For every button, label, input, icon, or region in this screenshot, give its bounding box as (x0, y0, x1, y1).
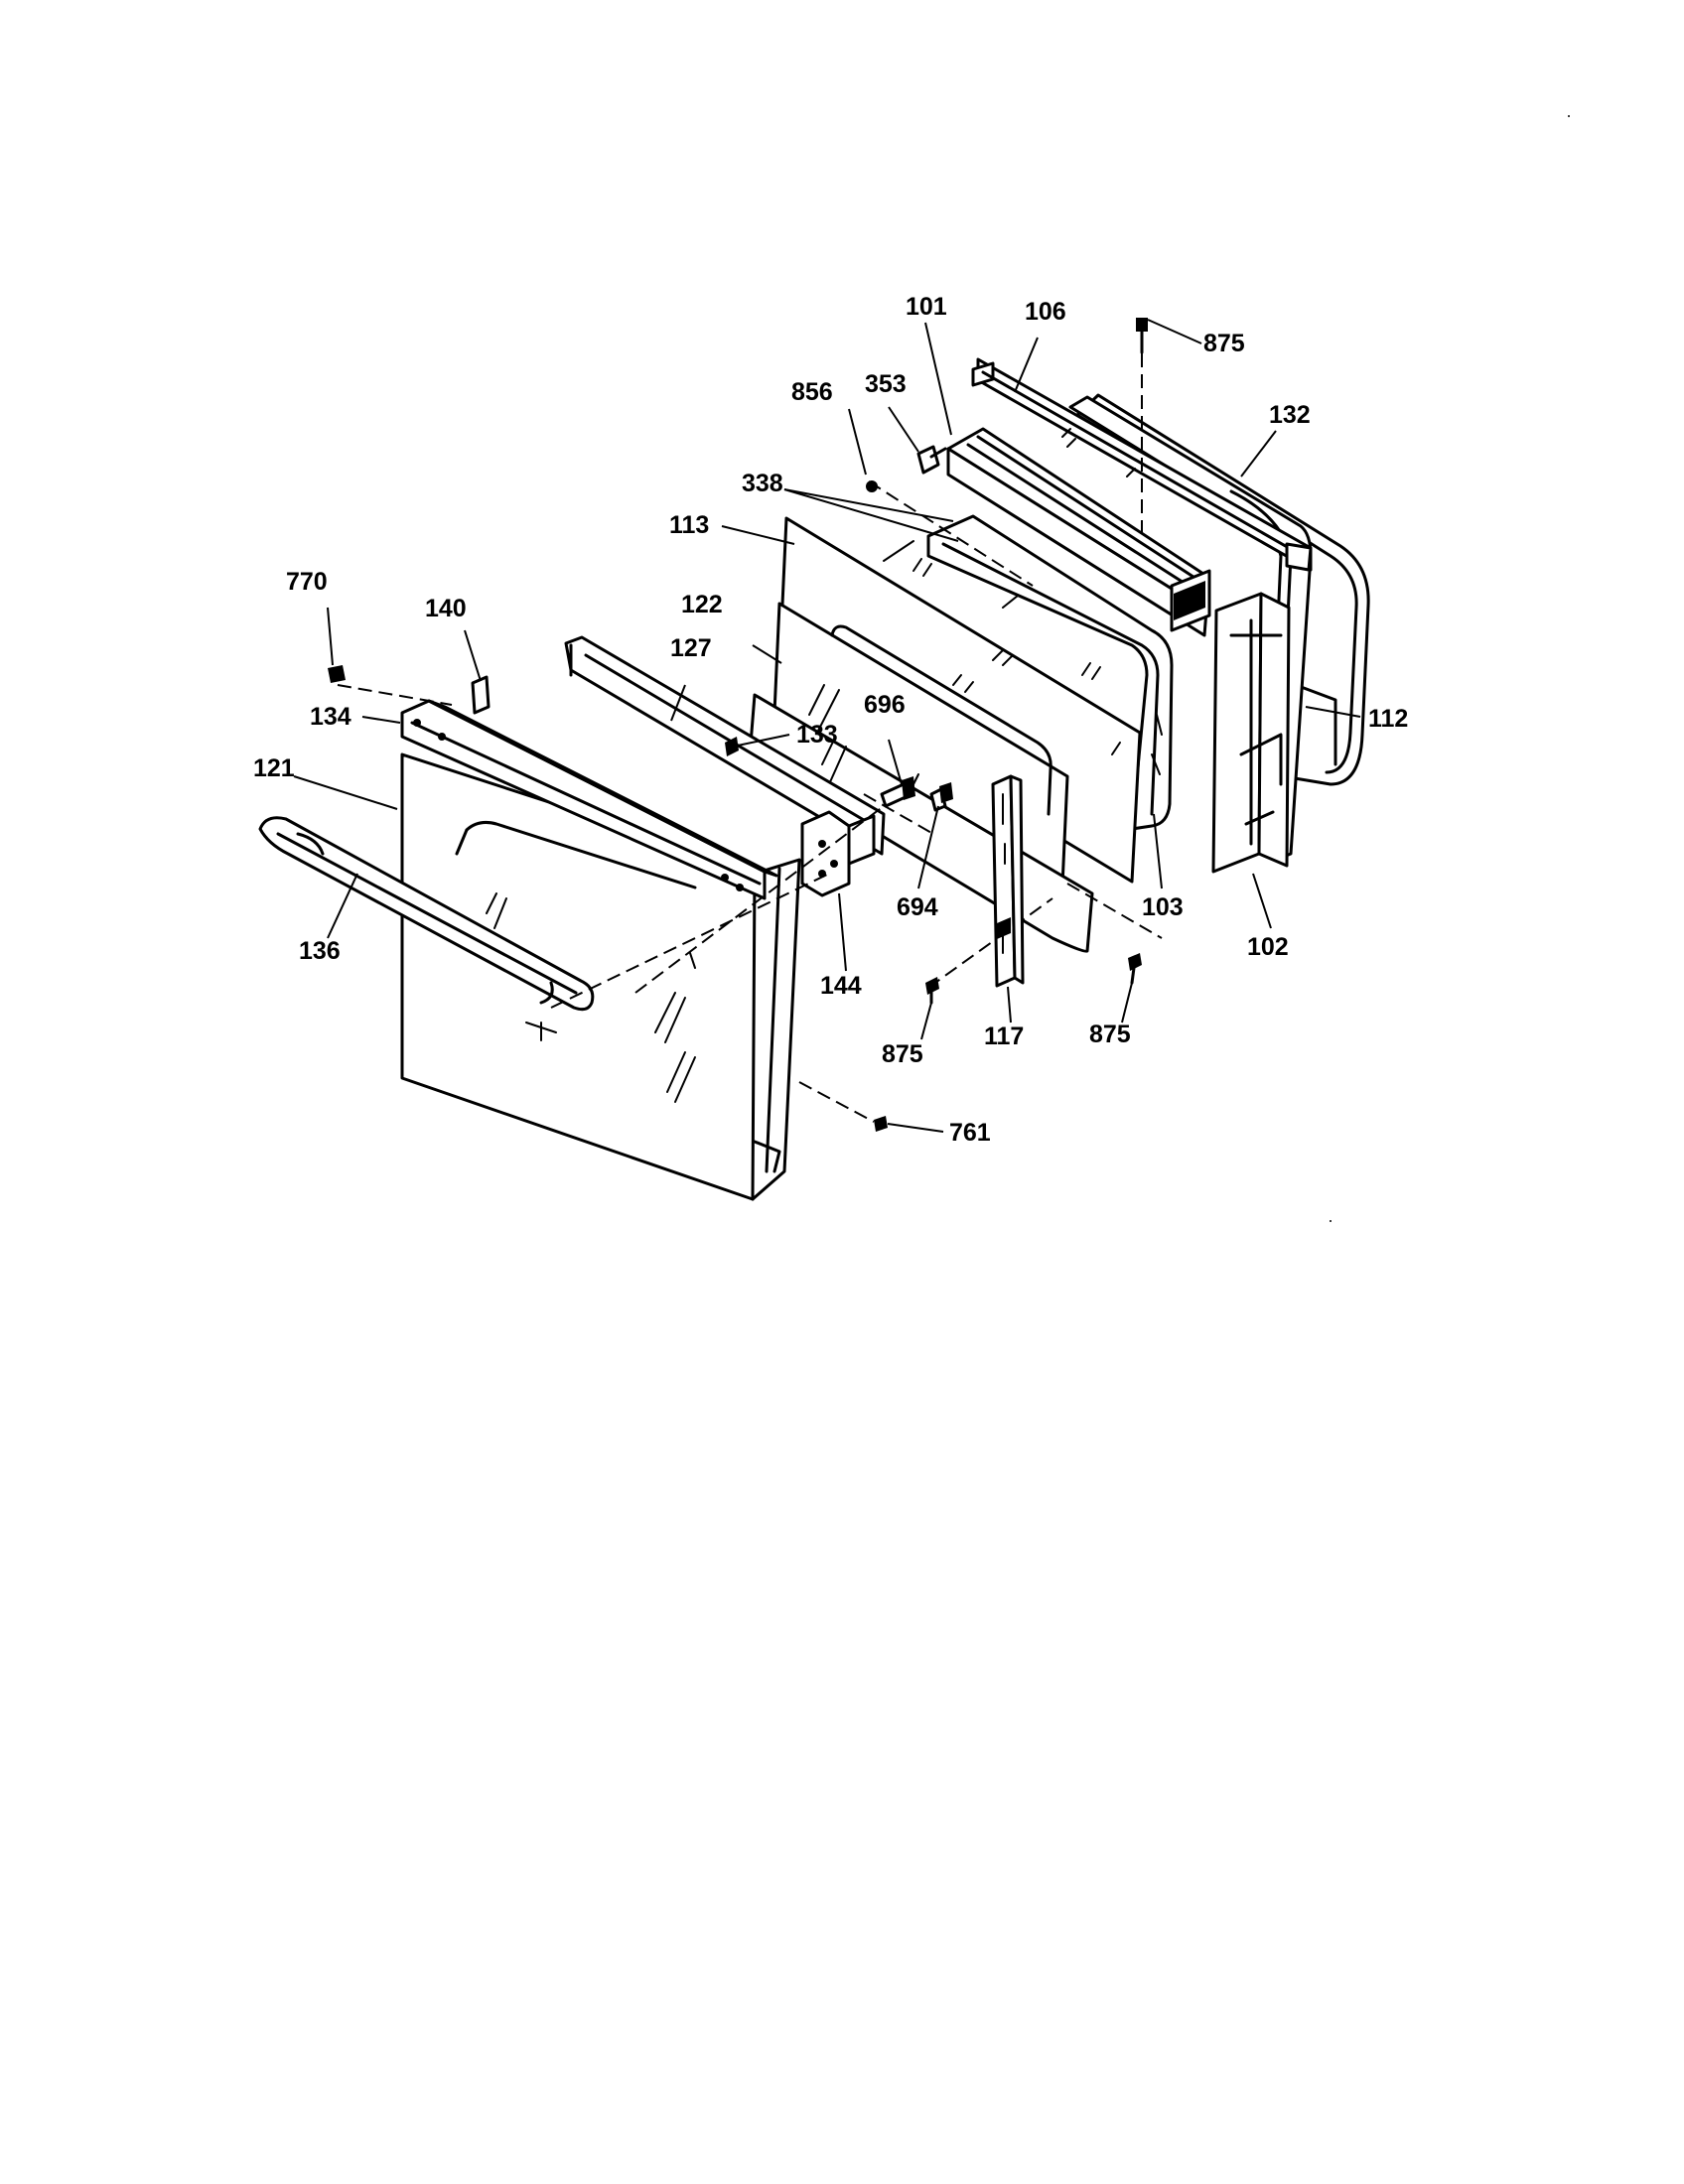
clip-part-140 (471, 675, 491, 715)
screw-875-left (925, 977, 939, 1005)
label-144: 144 (820, 972, 862, 1000)
door-side-panel (751, 858, 801, 1201)
part-labels: 101 106 875 856 353 132 338 113 770 140 … (253, 293, 1408, 1147)
inner-frame-part-101 (946, 427, 1211, 637)
label-338: 338 (742, 470, 783, 497)
door-trim-part-127 (564, 635, 886, 856)
hinge-part-144 (800, 810, 876, 897)
channel-part-117 (991, 774, 1025, 988)
screw-875-top (1136, 318, 1148, 354)
gasket-part-106 (971, 357, 1313, 572)
label-875-right: 875 (1089, 1021, 1131, 1048)
label-856: 856 (791, 378, 833, 406)
label-875-top: 875 (1203, 330, 1245, 357)
screw-part-761 (874, 1116, 888, 1132)
label-127: 127 (670, 634, 712, 662)
label-136: 136 (299, 937, 341, 965)
screw-part-694 (929, 782, 953, 812)
label-134: 134 (310, 703, 351, 731)
label-875-left: 875 (882, 1040, 923, 1068)
label-121: 121 (253, 754, 295, 782)
label-101: 101 (906, 293, 947, 321)
label-117: 117 (984, 1023, 1024, 1050)
label-133: 133 (796, 721, 838, 749)
screw-part-696 (880, 776, 915, 808)
side-channel-part-102 (1211, 592, 1291, 874)
label-102: 102 (1247, 933, 1289, 961)
screw-part-856 (866, 480, 878, 492)
label-770: 770 (286, 568, 328, 596)
outer-door-panel-part-121 (400, 752, 772, 1201)
label-112: 112 (1368, 705, 1408, 733)
label-132: 132 (1269, 401, 1311, 429)
hinge-clip-part-353 (916, 445, 947, 475)
label-140: 140 (425, 595, 467, 622)
air-baffle-part-103 (926, 514, 1174, 831)
label-696: 696 (864, 691, 906, 719)
label-122: 122 (681, 591, 723, 618)
screw-875-right (1128, 953, 1142, 985)
screw-part-770 (328, 665, 346, 683)
label-103: 103 (1142, 893, 1184, 921)
label-106: 106 (1025, 298, 1066, 326)
leader-lines (293, 319, 1361, 1133)
label-761: 761 (949, 1119, 991, 1147)
door-handle-part-136 (258, 816, 595, 1012)
door-top-cap-part-134 (400, 699, 778, 900)
label-694: 694 (897, 893, 938, 921)
label-113: 113 (669, 511, 709, 539)
label-353: 353 (865, 370, 907, 398)
